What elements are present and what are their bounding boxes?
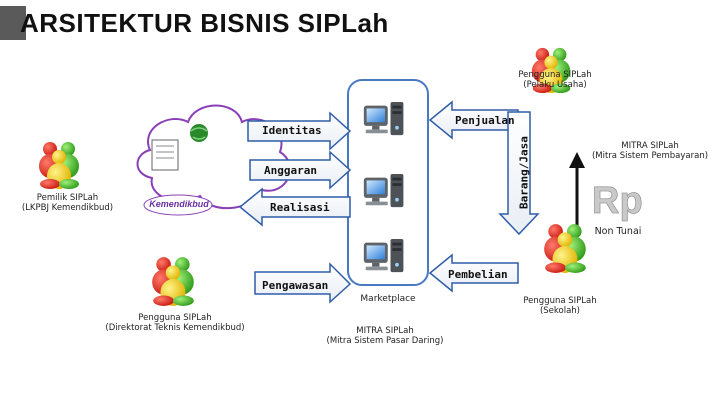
platform-frame [347,79,429,286]
rp-logo [592,176,642,216]
label-sekolah: Pengguna SIPLah (Sekolah) [523,296,597,316]
people-icon-pemilik [39,142,79,189]
label-direktorat: Pengguna SIPLah (Direktorat Teknis Kemen… [105,313,245,333]
computer-icon [363,101,404,136]
label-barang-jasa: Barang/Jasa [517,136,531,209]
label-pelaku-usaha: Pengguna SIPLah (Pelaku Usaha) [518,70,592,90]
arrow-realisasi [238,187,351,227]
label-mitra-pasar: MITRA SIPLah (Mitra Sistem Pasar Daring) [326,326,444,346]
label-non-tunai: Non Tunai [594,226,642,237]
rp-logo-text: Rp [592,180,643,222]
arrow-identitas [247,111,352,151]
people-icon-direktorat [152,257,194,306]
computer-icon [363,173,404,208]
label-pengawasan: Pengawasan [262,279,329,292]
kemendikbud-logo: Kemendikbud [149,199,209,209]
kemendikbud-badge [143,194,213,216]
label-pemilik: Pemilik SIPLah (LKPBJ Kemendikbud) [21,193,114,213]
arrow-pembelian [428,253,519,293]
timestamp-date: 15 MARET 2019 [634,356,708,367]
label-realisasi: Realisasi [270,201,330,214]
label-marketplace: Marketplace [360,294,416,304]
label-anggaran: Anggaran [264,164,317,177]
label-pembelian: Pembelian [448,268,508,281]
arrow-penjualan [428,100,519,140]
arrow-barang-jasa [498,111,540,236]
timestamp-bar [545,352,720,405]
title-accent [0,6,26,40]
label-mitra-bayar: MITRA SIPLah (Mitra Sistem Pembayaran) [591,141,709,161]
computer-icon [363,238,404,273]
page-title: ARSITEKTUR BISNIS SIPLah [20,8,389,38]
label-penjualan: Penjualan [455,114,515,127]
arrow-pengawasan [254,262,352,304]
server-icon [151,139,179,171]
people-icon-sekolah [544,224,586,273]
label-identitas: Identitas [262,124,322,137]
timestamp-time: 15:41 WIB [661,369,708,380]
arrow-anggaran [249,150,352,190]
